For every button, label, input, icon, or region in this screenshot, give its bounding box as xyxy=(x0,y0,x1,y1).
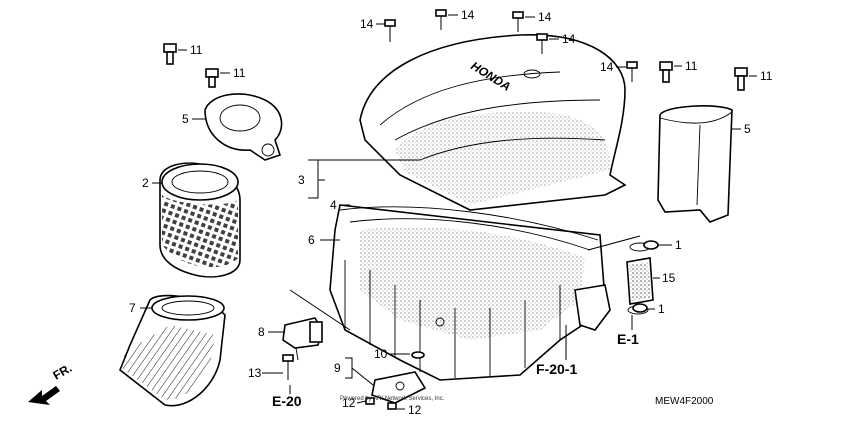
callout-7: 7 xyxy=(129,301,136,315)
callout-14c: 14 xyxy=(538,10,552,24)
washer-10 xyxy=(411,351,425,359)
callout-1a: 1 xyxy=(675,238,682,252)
bolt-11d xyxy=(734,67,748,91)
callout-3: 3 xyxy=(298,173,305,187)
callouts: 14 14 14 14 14 11 11 11 11 5 5 2 3 4 6 7… xyxy=(129,8,773,417)
drain-plate xyxy=(371,371,427,404)
seal-left xyxy=(204,93,283,161)
callout-5a: 5 xyxy=(182,112,189,126)
callout-14e: 14 xyxy=(600,60,614,74)
callout-12a: 12 xyxy=(342,396,356,410)
air-cleaner-case xyxy=(329,204,611,381)
callout-11c: 11 xyxy=(685,59,698,73)
ref-e20: E-20 xyxy=(272,393,302,409)
callout-9: 9 xyxy=(334,361,341,375)
callout-14b: 14 xyxy=(461,8,475,22)
fr-label: FR. xyxy=(51,361,75,383)
callout-4: 4 xyxy=(330,198,337,212)
callout-15: 15 xyxy=(662,271,676,285)
air-cleaner-element xyxy=(159,162,241,278)
leader-lines xyxy=(140,14,757,410)
ref-f20-1: F-20-1 xyxy=(536,361,577,377)
callout-6: 6 xyxy=(308,233,315,247)
intake-funnel xyxy=(119,294,226,407)
clip-1b xyxy=(632,303,648,313)
bolt-11b xyxy=(205,68,219,88)
bolt-13 xyxy=(282,354,294,380)
bolt-14d xyxy=(536,33,548,54)
front-arrow: FR. xyxy=(28,361,74,405)
callout-14d: 14 xyxy=(562,32,576,46)
callout-5b: 5 xyxy=(744,122,751,136)
front-arrow-icon xyxy=(28,386,60,405)
callout-12b: 12 xyxy=(408,403,422,417)
copyright-text: Powered by ARI Network Services, Inc. xyxy=(340,396,445,402)
callout-14a: 14 xyxy=(360,17,374,31)
callout-8: 8 xyxy=(258,325,265,339)
callout-11a: 11 xyxy=(190,43,203,57)
callout-2: 2 xyxy=(142,176,149,190)
callout-10: 10 xyxy=(374,347,388,361)
duct-right xyxy=(657,105,733,223)
bolt-14e xyxy=(626,61,638,82)
callout-11b: 11 xyxy=(233,66,246,80)
callout-11d: 11 xyxy=(760,69,773,83)
bolt-14b xyxy=(435,9,447,30)
bolts xyxy=(163,9,748,410)
bolt-14a xyxy=(384,19,396,42)
diagram-code: MEW4F2000 xyxy=(655,396,714,407)
iat-sensor xyxy=(282,317,323,361)
bolt-14c xyxy=(512,11,524,32)
callout-13: 13 xyxy=(248,366,262,380)
bolt-12b xyxy=(387,402,397,410)
bolt-11c xyxy=(659,61,673,83)
bolt-11a xyxy=(163,43,177,65)
ref-e1: E-1 xyxy=(617,331,639,347)
clip-1a xyxy=(643,240,659,250)
air-cleaner-cover: HONDA xyxy=(359,34,627,211)
reference-labels: E-20 F-20-1 E-1 xyxy=(272,331,639,409)
callout-1b: 1 xyxy=(658,302,665,316)
crankcase-filter xyxy=(626,242,654,315)
